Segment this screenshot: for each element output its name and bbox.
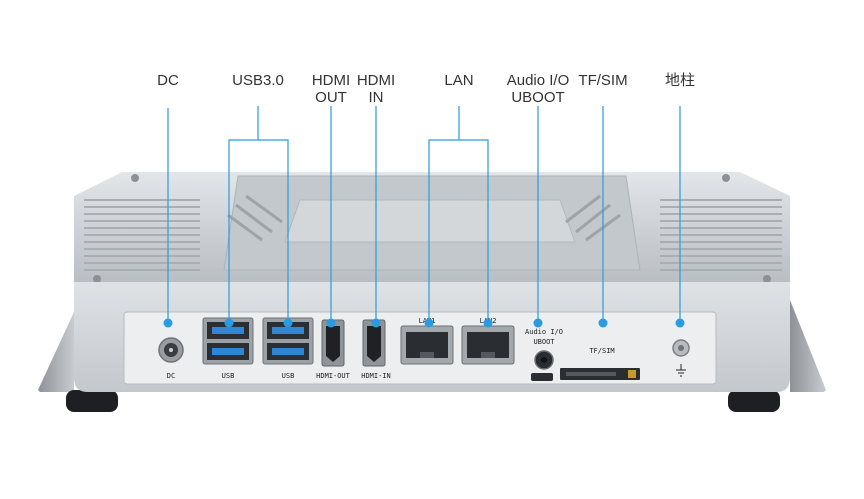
callout-label-audio-line-1: Audio I/O (506, 72, 570, 89)
panel-label-audio-line-1: Audio I/O (525, 328, 563, 336)
heatsink-raised-pad (284, 199, 576, 243)
panel-label-hdmi-in: HDMI-IN (361, 372, 391, 380)
callout-label-hdmi-in: HDMI IN (357, 72, 395, 106)
callout-dots (163, 318, 685, 328)
callout-label-hdmi-out-line-1: HDMI (311, 72, 351, 89)
callout-label-audio: Audio I/O UBOOT (507, 72, 570, 106)
callout-label-hdmi-in-line-2: IN (368, 89, 384, 106)
left-foot (66, 390, 118, 412)
callout-lines (167, 106, 681, 322)
callout-line-lan-b (459, 139, 489, 322)
callout-line-lan-a (428, 106, 460, 322)
usb-port-group-1 (202, 317, 254, 365)
panel-label-hdmi-out: HDMI-OUT (316, 372, 351, 380)
lan-port-2 (461, 325, 515, 365)
callout-label-tf-sim: TF/SIM (578, 72, 628, 89)
ground-symbol-icon (676, 364, 686, 377)
audio-jack (531, 350, 554, 381)
panel-label-usb-1: USB (222, 372, 235, 380)
callout-label-audio-line-2: UBOOT (511, 89, 565, 106)
callout-label-ground: 地柱 (664, 72, 696, 89)
callout-label-lan: LAN (444, 72, 474, 89)
ground-post (672, 339, 690, 377)
panel-label-usb-2: USB (282, 372, 295, 380)
panel-label-tf-sim: TF/SIM (589, 347, 614, 355)
screw (722, 174, 730, 182)
screw (131, 174, 139, 182)
panel-label-audio-line-2: UBOOT (533, 338, 555, 346)
tf-sim-slot (560, 368, 640, 380)
lan-port-1 (400, 325, 454, 365)
hdmi-in-port (362, 319, 386, 367)
callout-label-dc: DC (157, 72, 179, 89)
heatsink-diagonal-fins (227, 194, 621, 242)
usb-port-group-2 (262, 317, 314, 365)
callout-line-usb-b (258, 139, 289, 322)
callout-label-hdmi-out: HDMI OUT (312, 72, 350, 106)
dc-jack (158, 337, 184, 363)
panel-label-dc: DC (167, 372, 175, 380)
screw (763, 275, 771, 283)
right-mounting-flange (790, 300, 826, 392)
callout-label-hdmi-out-line-2: OUT (315, 89, 347, 106)
heatsink-fins-left (84, 199, 200, 271)
screw (93, 275, 101, 283)
hdmi-out-port (321, 319, 345, 367)
left-mounting-flange (38, 312, 74, 392)
right-foot (728, 390, 780, 412)
callout-line-usb-a (228, 106, 259, 322)
callout-label-hdmi-in-line-1: HDMI (356, 72, 396, 89)
callout-label-usb: USB3.0 (232, 72, 284, 89)
